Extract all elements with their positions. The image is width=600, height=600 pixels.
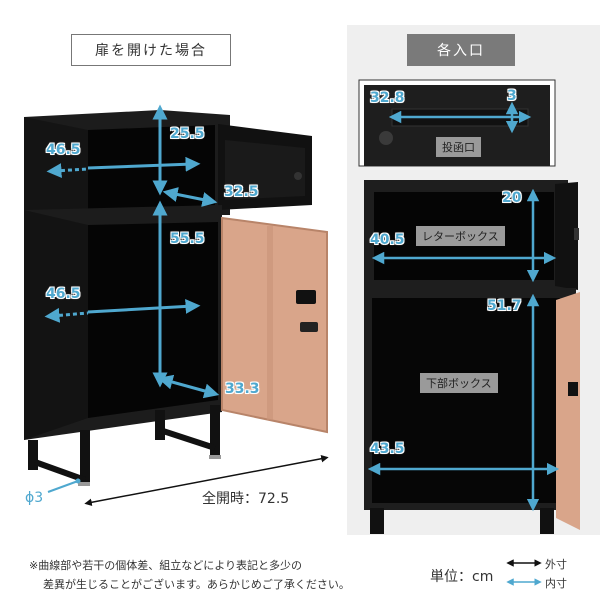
door-open-title: 扉を開けた場合 — [71, 34, 231, 66]
upper-depth-label: 32.5 — [224, 184, 259, 200]
letter-box-width-label: 40.5 — [370, 232, 405, 248]
slot-width-label: 32.8 — [370, 90, 405, 106]
upper-height-label: 25.5 — [170, 126, 205, 142]
lower-depth-label: 33.3 — [225, 381, 260, 397]
lower-width-label: 46.5 — [46, 286, 81, 302]
legend-inner-label: 内寸 — [545, 577, 567, 590]
entrances-title: 各入口 — [407, 34, 515, 66]
foot-diameter-label: ϕ3 — [25, 490, 44, 506]
full-open-arrow — [84, 455, 329, 506]
unit-label: 単位：cm — [430, 569, 494, 585]
lower-box-label: 下部ボックス — [420, 373, 498, 393]
right-dimension-lines — [367, 101, 560, 512]
letter-box-label: レターボックス — [416, 226, 505, 246]
full-open-label: 全開時：72.5 — [202, 491, 290, 507]
left-dimension-lines — [44, 104, 220, 493]
disclaimer-note: ※曲線部や若干の個体差、組立などにより表記と多少の 差異が生じることがございます… — [29, 556, 350, 594]
legend-outer-label: 外寸 — [545, 558, 567, 571]
upper-width-label: 46.5 — [46, 142, 81, 158]
lower-box-detail — [364, 288, 580, 534]
lower-height-label: 55.5 — [170, 231, 205, 247]
disclaimer-line-2: 差異が生じることがございます。あらかじめご了承ください。 — [43, 578, 350, 591]
lower-box-width-label: 43.5 — [370, 441, 405, 457]
slot-label: 投函口 — [436, 137, 481, 157]
slot-height-label: 3 — [507, 88, 517, 104]
lower-box-height-label: 51.7 — [487, 298, 522, 314]
letter-box-height-label: 20 — [502, 190, 522, 206]
disclaimer-line-1: ※曲線部や若干の個体差、組立などにより表記と多少の — [29, 559, 302, 572]
